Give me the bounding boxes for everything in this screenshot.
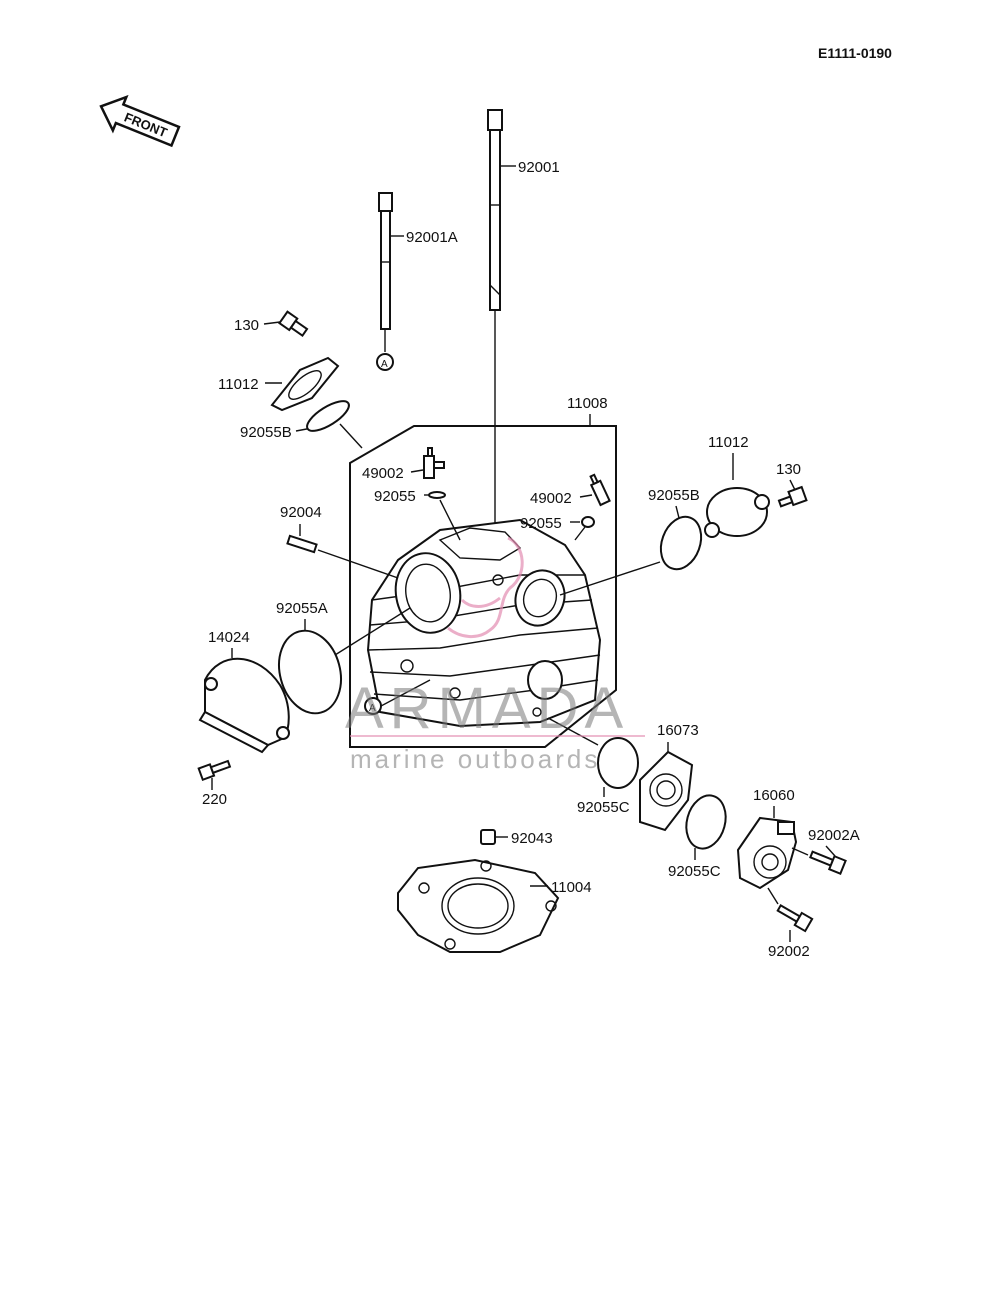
label-14024: 14024: [208, 629, 250, 646]
label-92055a: 92055A: [276, 600, 328, 617]
stud-92004: [286, 534, 318, 554]
o-ring-92055b-right: [659, 515, 703, 571]
gasket-11004: [397, 858, 560, 953]
label-11012-right: 11012: [708, 434, 749, 451]
label-92055c-left: 92055C: [577, 799, 630, 816]
cover-14024: [198, 657, 290, 754]
ref-marker-a-top: A: [381, 359, 388, 370]
washer-92055-left: [428, 491, 446, 499]
label-49002-left: 49002: [362, 465, 404, 482]
label-16060: 16060: [753, 787, 795, 804]
diagram-code: E1111-0190: [818, 45, 892, 61]
label-92001a: 92001A: [406, 229, 458, 246]
stud-bolt-92001: [487, 109, 503, 311]
label-220: 220: [202, 791, 227, 808]
cap-11012-right: [704, 487, 770, 538]
label-130-right: 130: [776, 461, 801, 478]
label-92055-right: 92055: [520, 515, 562, 532]
fitting-16060: [736, 816, 798, 890]
gasket-92055c-left: [597, 737, 639, 789]
label-92055c-right: 92055C: [668, 863, 721, 880]
cap-11012-left: [270, 356, 340, 412]
gasket-92055c-right: [685, 794, 727, 850]
bolt-92002: [776, 904, 814, 933]
label-92055b-left: 92055B: [240, 424, 292, 441]
o-ring-92055a: [278, 629, 342, 715]
dowel-92043: [480, 829, 496, 845]
label-92055-left: 92055: [374, 488, 416, 505]
front-arrow-icon: FRONT: [99, 94, 181, 148]
o-ring-92055b-left: [306, 400, 350, 432]
label-11004: 11004: [551, 879, 592, 896]
nozzle-49002-right: [589, 473, 611, 507]
label-92004: 92004: [280, 504, 322, 521]
stud-bolt-92001a: [376, 192, 394, 371]
cylinder-head-11008: [366, 518, 602, 728]
label-92043: 92043: [511, 830, 553, 847]
label-11008: 11008: [567, 395, 608, 412]
bolt-220: [197, 759, 232, 782]
watermark-brand: ARMADA: [345, 676, 629, 741]
bolt-130-left: [278, 310, 309, 337]
label-11012-left: 11012: [218, 376, 259, 393]
label-49002-right: 49002: [530, 490, 572, 507]
watermark-emblem-icon: [447, 536, 524, 638]
label-92002a: 92002A: [808, 827, 860, 844]
label-92001: 92001: [518, 159, 560, 176]
cylinder-head-11008-box: [349, 425, 617, 748]
nozzle-49002-left: [423, 447, 445, 479]
label-92055b-right: 92055B: [648, 487, 700, 504]
bolt-130-right: [777, 485, 808, 508]
ref-marker-a-head: A: [369, 703, 376, 714]
label-130-left: 130: [234, 317, 259, 334]
label-16073: 16073: [657, 722, 699, 739]
watermark-tagline: marine outboards: [350, 744, 600, 774]
label-92002: 92002: [768, 943, 810, 960]
bolt-92002a: [809, 850, 847, 876]
housing-16073: [639, 750, 694, 832]
washer-92055-right: [581, 516, 595, 528]
